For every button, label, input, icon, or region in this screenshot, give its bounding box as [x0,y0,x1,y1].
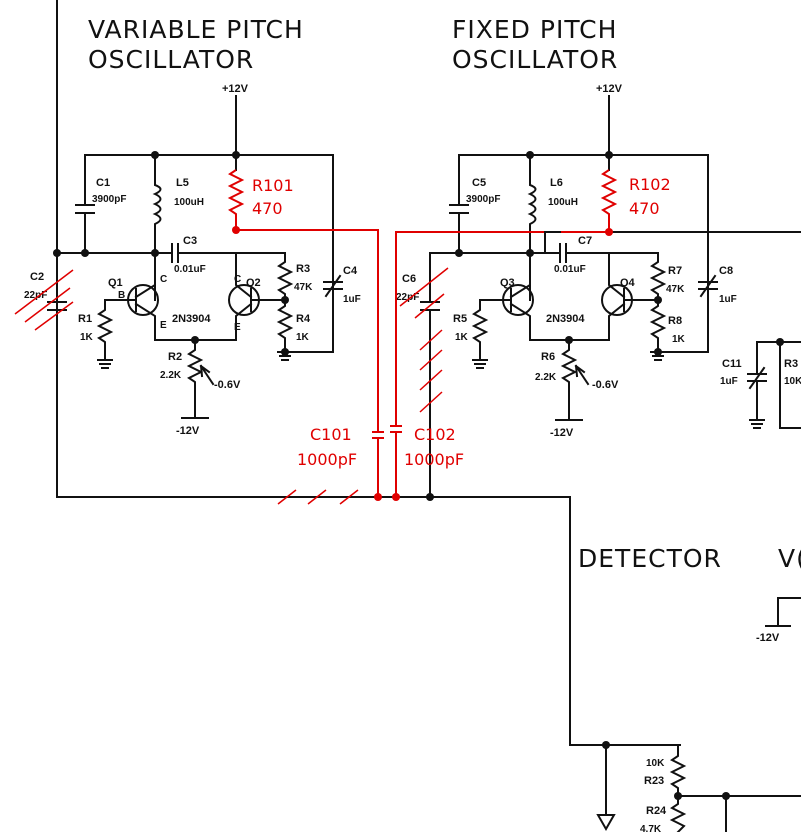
r5-value: 1K [455,332,469,343]
c102-value: 1000pF [404,450,464,469]
r102-label: R102 [629,175,671,194]
c7-label: C7 [578,235,592,247]
q1-q2-type: 2N3904 [172,313,211,325]
r102-value: 470 [629,199,660,218]
r23-label: R23 [644,775,664,787]
q1-pin-e: E [160,320,167,331]
q2-pin-c: C [234,274,241,285]
right-cut-title: V( [778,544,801,573]
c102-label: C102 [414,425,456,444]
r101-value: 470 [252,199,283,218]
c7-value: 0.01uF [554,264,586,275]
c5-value: 3900pF [466,194,500,205]
fpo-circuit: +12V C5 3900pF L6 100uH C7 0.01uF C6 22p… [396,83,801,501]
vpo-title-line2: OSCILLATOR [88,45,254,74]
c4-label: C4 [343,265,358,277]
c4-value: 1uF [343,294,361,305]
r-cut-label: R3 [784,358,798,370]
r6-voltage: -0.6V [592,379,619,391]
c8-label: C8 [719,265,733,277]
c8-value: 1uF [719,294,737,305]
detector-title: DETECTOR [578,544,722,573]
r1-label: R1 [78,313,92,325]
r1-value: 1K [80,332,94,343]
c101-value: 1000pF [297,450,357,469]
left-bus [56,0,681,746]
vpo-neg-supply: -12V [176,425,200,437]
vpo-supply-label: +12V [222,83,249,95]
c3-value: 0.01uF [174,264,206,275]
r8-label: R8 [668,315,682,327]
q1-label: Q1 [108,277,123,289]
detector-neg-supply: -12V [756,632,780,644]
r2-value: 2.2K [160,370,182,381]
fpo-neg-supply: -12V [550,427,574,439]
r-cut-value: 10K [784,376,801,387]
l6-value: 100uH [548,197,578,208]
r2-voltage: -0.6V [214,379,241,391]
r6-label: R6 [541,351,555,363]
c2-label: C2 [30,271,44,283]
c101-label: C101 [310,425,352,444]
fpo-title-line2: OSCILLATOR [452,45,618,74]
fpo-supply-label: +12V [596,83,623,95]
r24-value: 4.7K [640,824,662,832]
q2-pin-e: E [234,322,241,333]
c3-label: C3 [183,235,197,247]
fpo-title-line1: FIXED PITCH [452,15,617,44]
r24-label: R24 [646,805,667,817]
l5-value: 100uH [174,197,204,208]
r3-label: R3 [296,263,310,275]
c6-value: 22pF [396,292,419,303]
q2-label: Q2 [246,277,261,289]
c5-label: C5 [472,177,486,189]
c1-value: 3900pF [92,194,126,205]
modifications: R101 470 R102 470 C101 1000pF C102 1000p… [14,169,801,505]
c11-value: 1uF [720,376,738,387]
r7-label: R7 [668,265,682,277]
q3-label: Q3 [500,277,515,289]
c2-value: 22pF [24,290,47,301]
c1-label: C1 [96,177,110,189]
r2-label: R2 [168,351,182,363]
r101-label: R101 [252,176,294,195]
q1-pin-b: B [118,290,125,301]
vpo-circuit: +12V C1 3900pF L5 100uH C3 0.01uF C2 22p… [24,83,361,498]
q1-pin-c: C [160,274,167,285]
r6-value: 2.2K [535,372,557,383]
r3-value: 47K [294,282,313,293]
detector-circuit: -12V 10K R23 R24 4.7K [596,597,801,832]
r8-value: 1K [672,334,686,345]
r4-label: R4 [296,313,311,325]
q3-q4-type: 2N3904 [546,313,585,325]
r5-label: R5 [453,313,467,325]
l6-label: L6 [550,177,563,189]
vpo-title-line1: VARIABLE PITCH [88,15,304,44]
c6-label: C6 [402,273,416,285]
r4-value: 1K [296,332,310,343]
r23-value: 10K [646,758,665,769]
l5-label: L5 [176,177,189,189]
q4-label: Q4 [620,277,636,289]
c11-label: C11 [722,358,742,370]
r7-value: 47K [666,284,685,295]
